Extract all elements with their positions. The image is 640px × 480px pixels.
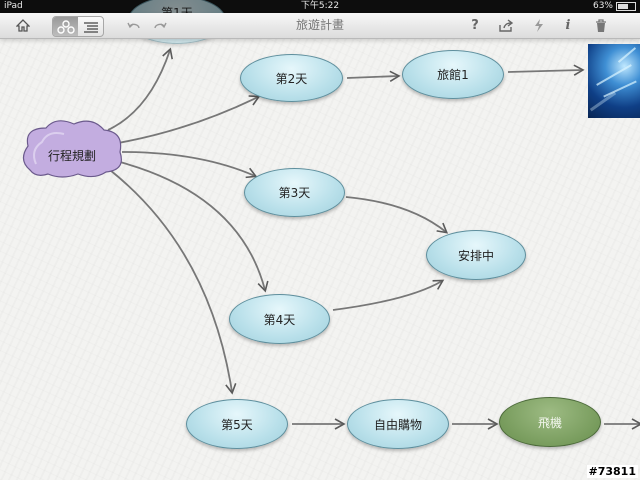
node-day5[interactable]: 第5天 [186,399,288,449]
undo-button[interactable] [124,16,144,35]
outline-view-icon [83,21,98,33]
root-node-label: 行程規劃 [47,149,96,163]
battery-icon [616,2,636,11]
delete-button[interactable] [592,16,610,35]
clock: 下午5:22 [300,1,340,11]
share-icon [499,19,514,32]
node-hotel-label: 旅館1 [437,68,469,82]
link-day4-arranging [332,279,445,311]
node-day3[interactable]: 第3天 [244,168,345,217]
link-day2-hotel [346,70,401,82]
info-button[interactable]: i [565,18,571,33]
image-node-photo[interactable] [588,44,640,118]
lightning-icon [535,19,543,32]
node-shopping[interactable]: 自由購物 [347,399,449,449]
node-day4[interactable]: 第4天 [229,294,330,344]
trash-icon [596,18,606,32]
action-button[interactable] [530,16,548,35]
node-arranging-label: 安排中 [457,248,494,263]
node-flight[interactable]: 飛機 [499,397,601,447]
watermark-label: #73811 [586,465,638,478]
link-root-day3 [121,151,258,179]
node-day2[interactable]: 第2天 [240,54,343,102]
home-button[interactable] [12,16,34,35]
outline-view-button[interactable] [78,17,103,36]
redo-icon [154,22,167,28]
link-root-day1 [107,47,173,131]
node-shopping-label: 自由購物 [373,417,422,432]
node-day5-label: 第5天 [221,417,253,432]
node-day2-label: 第2天 [275,71,308,86]
link-root-day4 [119,161,269,293]
mindmap-view-button[interactable] [53,17,78,36]
device-name: iPad [4,1,23,11]
mindmap-view-icon [56,19,75,34]
node-hotel[interactable]: 旅館1 [402,50,504,99]
root-cloud-node[interactable] [22,120,122,178]
share-button[interactable] [496,16,516,35]
battery-percent: 63% [592,1,613,11]
node-day3-label: 第3天 [278,186,311,200]
node-arranging[interactable]: 安排中 [426,230,526,280]
node-day4-label: 第4天 [263,312,296,327]
help-button[interactable]: ? [471,18,479,33]
link-root-day2 [117,95,261,144]
undo-icon [127,22,140,28]
home-icon [16,19,30,32]
node-flight-label: 飛機 [537,415,562,430]
redo-button[interactable] [150,16,170,35]
link-root-day5 [109,169,237,395]
toolbar: ? i [0,13,640,39]
link-day3-arranging [345,196,449,234]
view-toggle [52,16,104,37]
link-hotel-photo [507,64,585,76]
